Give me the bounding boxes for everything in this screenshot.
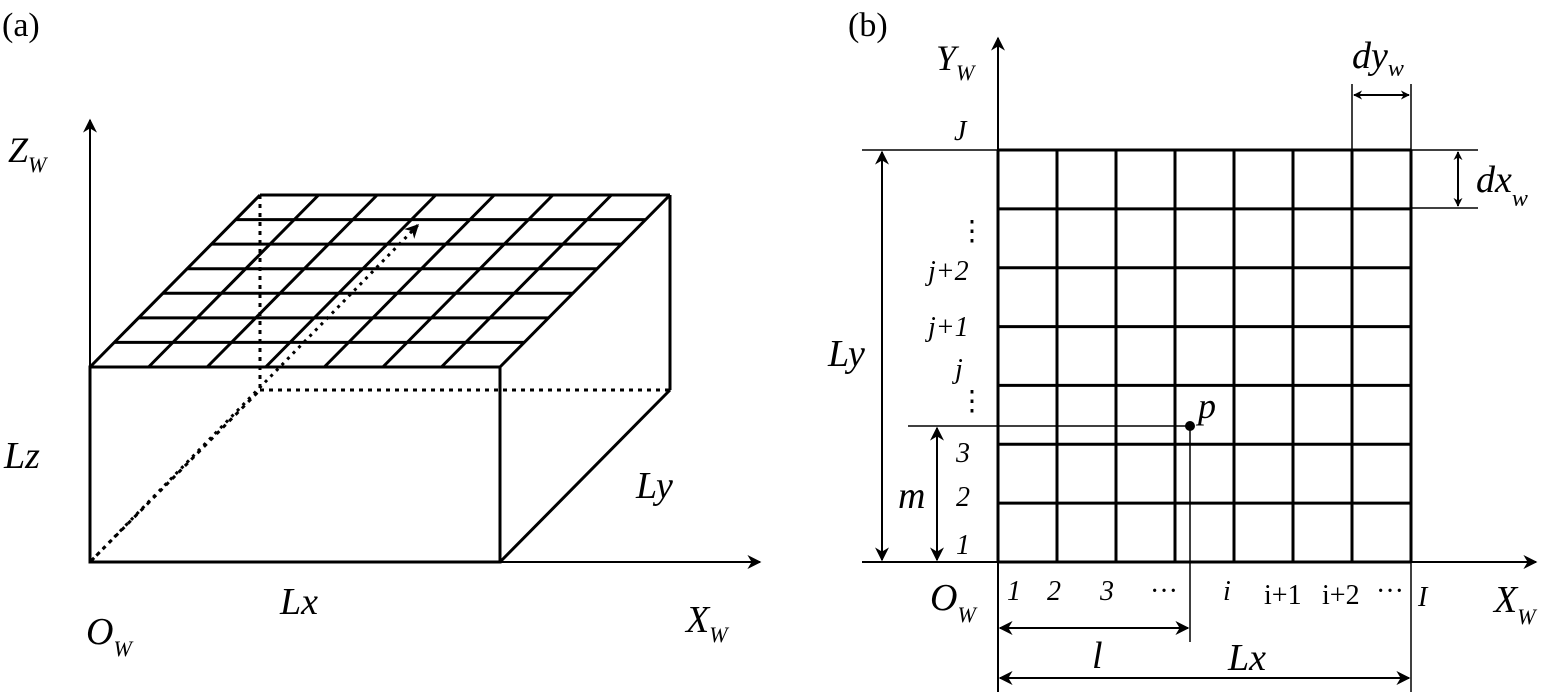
row-label: 2	[956, 482, 970, 513]
col-label: ···	[1376, 576, 1404, 607]
ly-label-b: Ly	[827, 333, 865, 375]
column-index-labels: 1 2 3 ··· i i+1 i+2 ··· I	[1007, 576, 1429, 613]
grid-line	[147, 193, 320, 369]
row-label: 1	[956, 530, 970, 561]
col-label: i+2	[1322, 580, 1360, 611]
lx-label-b: Lx	[1227, 637, 1266, 679]
point-p-label: p	[1195, 386, 1216, 426]
grid-line	[323, 193, 496, 369]
l-label: l	[1092, 635, 1103, 677]
ly-label-a: Ly	[635, 465, 673, 507]
dx-label: dxw	[1476, 159, 1528, 212]
panel-a-label: (a)	[2, 7, 40, 44]
panel-b: (b) p YW dyw	[827, 7, 1538, 692]
hidden-edges	[88, 195, 670, 564]
origin-label-a: OW	[86, 611, 133, 661]
panel-a: (a) ZW Lz Ly Lx OW XW	[2, 7, 762, 661]
row-label: ⋮	[958, 216, 986, 247]
grid-line	[440, 193, 613, 369]
col-label: i	[1223, 576, 1231, 607]
x-axis-label-b: XW	[1492, 579, 1537, 629]
origin-label-b: OW	[930, 577, 977, 627]
top-grid	[88, 193, 672, 369]
diagonal-arrow	[90, 223, 420, 562]
col-label: ···	[1150, 576, 1178, 607]
col-label: 3	[1099, 576, 1114, 607]
row-label: j	[952, 354, 963, 385]
grid-line	[206, 193, 379, 369]
x-axis-label-a: XW	[684, 599, 729, 647]
row-label: J	[954, 116, 968, 147]
dimension-arrows	[875, 90, 1463, 685]
col-label: 2	[1047, 576, 1061, 607]
row-label: 3	[955, 438, 970, 469]
dy-label: dyw	[1352, 35, 1404, 82]
panel-b-label: (b)	[848, 7, 888, 44]
row-index-labels: 1 2 3 ⋮ j j+1 j+2 ⋮ J	[925, 116, 986, 561]
lx-label-a: Lx	[279, 581, 318, 623]
plane-grid	[996, 148, 1413, 564]
grid-line	[381, 193, 554, 369]
extension-lines	[862, 84, 1478, 692]
grid-line	[498, 193, 672, 369]
z-axis-label: ZW	[8, 130, 48, 177]
row-label: ⋮	[958, 386, 986, 417]
col-label: 1	[1007, 576, 1021, 607]
col-label: I	[1417, 582, 1429, 613]
y-axis-label: YW	[936, 38, 976, 85]
col-label: i+1	[1264, 580, 1302, 611]
grid-line	[264, 193, 437, 369]
row-label: j+2	[925, 256, 969, 287]
lz-label: Lz	[3, 435, 40, 477]
point-p	[1185, 421, 1195, 431]
m-label: m	[898, 475, 925, 517]
grid-line	[88, 193, 262, 369]
row-label: j+1	[925, 312, 969, 343]
